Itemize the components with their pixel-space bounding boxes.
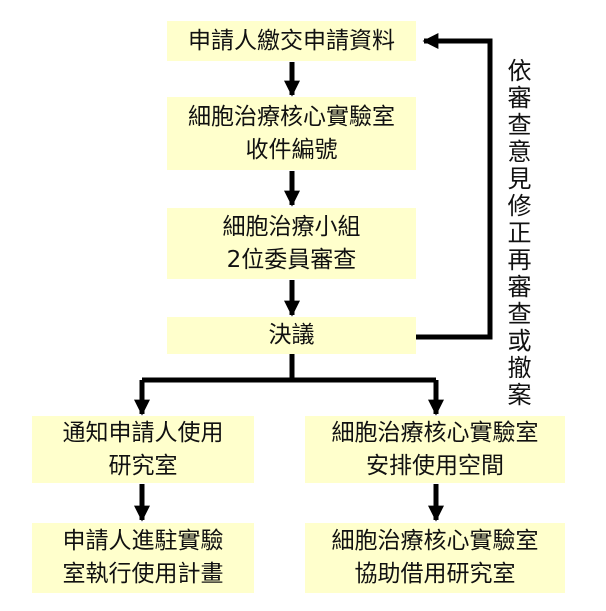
node-arrange-line1: 細胞治療核心實驗室 [331,419,539,446]
node-notify-applicant: 通知申請人使用 研究室 [32,416,254,483]
node-notify-line2: 研究室 [108,452,178,479]
arrow-decision-feedback-loop [414,32,493,340]
node-assist-borrow: 細胞治療核心實驗室 協助借用研究室 [305,523,565,593]
node-assist-line2: 協助借用研究室 [354,561,516,587]
feedback-note-column1: 依審查意見修正再審查 [503,58,531,328]
feedback-note-column2: 或撤案 [503,328,531,409]
node-committee-review: 細胞治療小組 2位委員審查 [167,208,416,279]
node-receive-line2: 收件編號 [245,136,338,163]
node-lab-receive: 細胞治療核心實驗室 收件編號 [167,97,416,170]
node-applicant-station: 申請人進駐實驗 室執行使用計畫 [32,523,254,593]
node-notify-line1: 通知申請人使用 [62,419,224,446]
node-decision-line1: 決議 [268,322,315,348]
node-review-line2: 2位委員審查 [226,246,357,273]
node-arrange-line2: 安排使用空間 [366,452,504,479]
node-station-line1: 申請人進駐實驗 [62,528,224,554]
node-submit-application: 申請人繳交申請資料 [167,21,416,61]
node-decision: 決議 [167,317,416,354]
node-arrange-space: 細胞治療核心實驗室 安排使用空間 [305,416,565,483]
node-receive-line1: 細胞治療核心實驗室 [188,103,395,130]
node-assist-line1: 細胞治療核心實驗室 [331,528,539,554]
feedback-note: 依審查意見修正再審查或撤案 [502,58,531,409]
node-station-line2: 室執行使用計畫 [62,561,224,587]
node-submit-line1: 申請人繳交申請資料 [188,27,395,54]
node-review-line1: 細胞治療小組 [222,213,361,240]
